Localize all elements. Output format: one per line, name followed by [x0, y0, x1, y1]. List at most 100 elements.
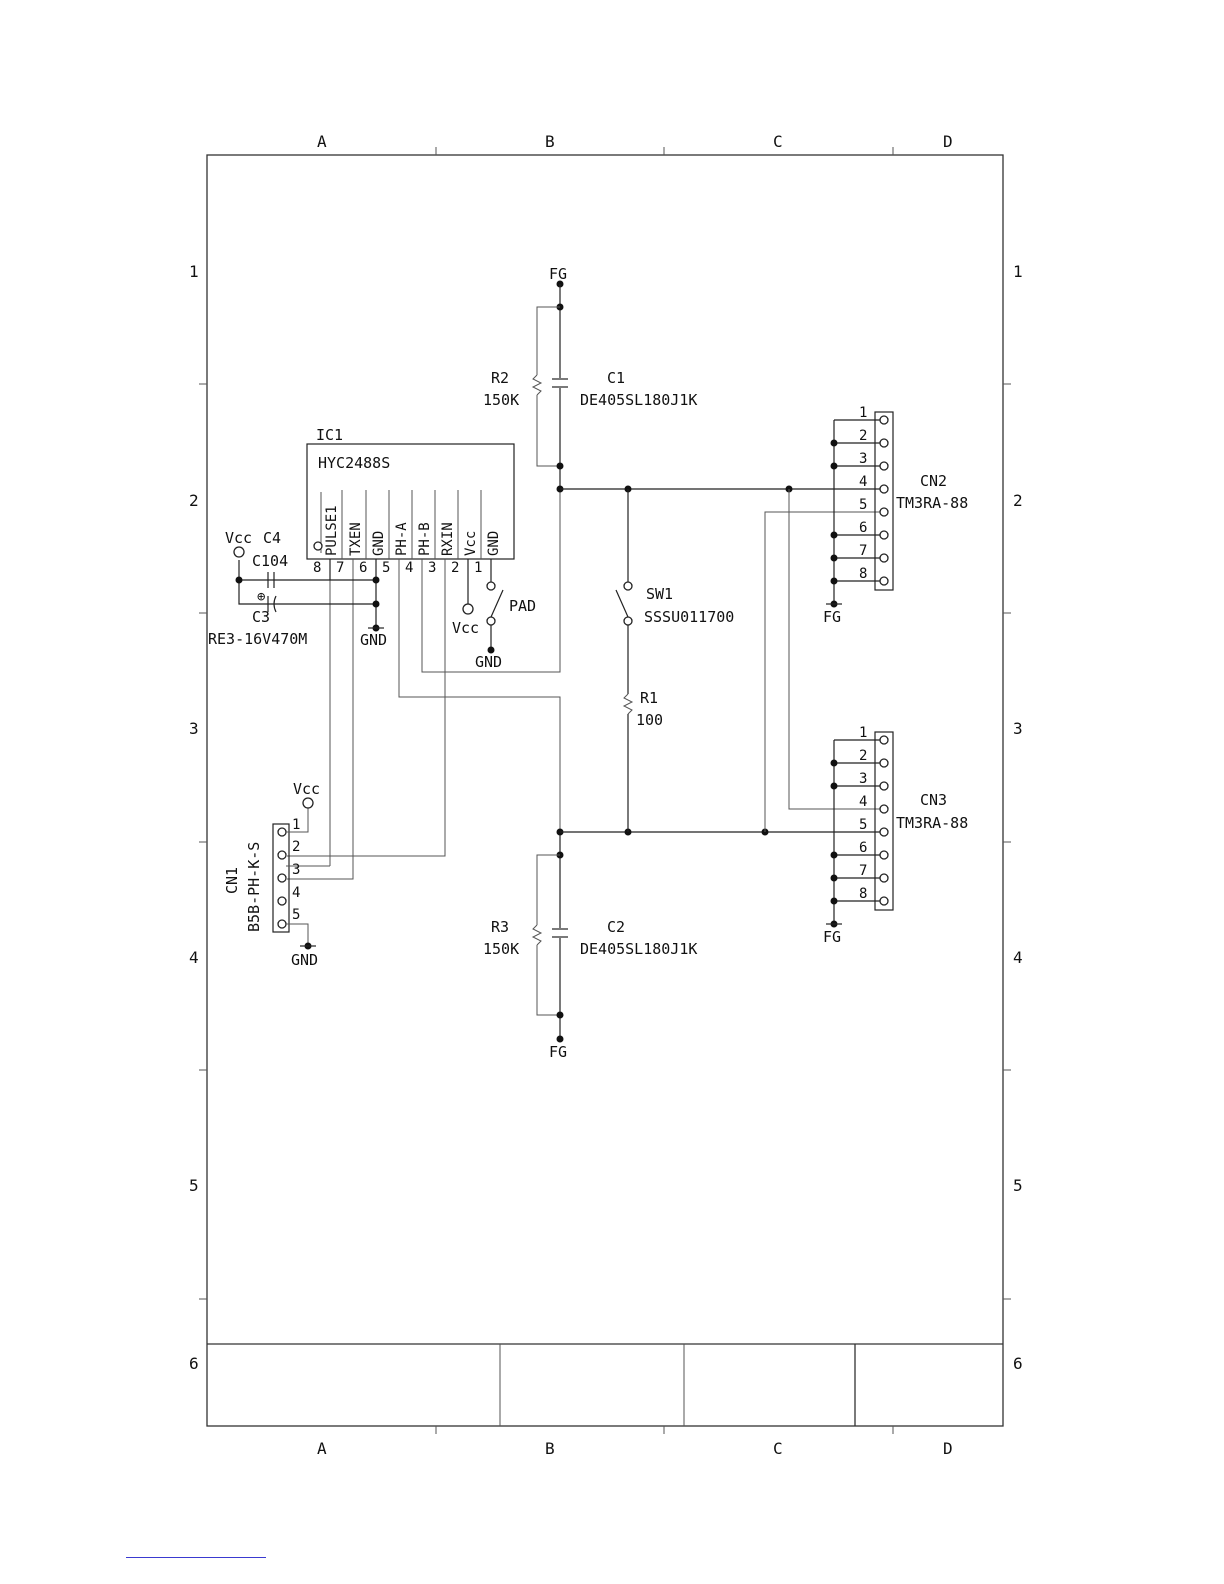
ic1-pin-name: PULSE1	[324, 505, 340, 556]
cn2-ref: CN2	[920, 472, 947, 490]
ic1-pin-number: 6	[359, 560, 367, 576]
ic1-pin-number: 3	[428, 560, 436, 576]
ic1-pin-number: 8	[313, 560, 321, 576]
cn2-pin-number: 7	[859, 543, 867, 559]
cn1-part: B5B-PH-K-S	[245, 842, 263, 932]
cn3-part: TM3RA-88	[896, 814, 968, 832]
cn1-pin-number: 2	[292, 839, 300, 855]
r1-ref: R1	[640, 689, 658, 707]
col-label-top: D	[943, 132, 953, 151]
c3-polarity-icon: ⊕	[257, 589, 266, 605]
cn1-pin-number: 4	[292, 885, 300, 901]
cn3-pin-number: 4	[859, 794, 867, 810]
cn3-connector: 1 2 3 4 5 6 7 8 CN3 TM3RA-88 FG	[823, 725, 968, 946]
row-label-left: 6	[189, 1354, 199, 1373]
cn2-pin-number: 3	[859, 451, 867, 467]
pad-vcc-label: Vcc	[452, 619, 479, 637]
ic1-pin-name: RXIN	[440, 522, 456, 556]
cn2-fg-label: FG	[823, 608, 841, 626]
cn1-ref: CN1	[223, 867, 241, 894]
sw1-ref: SW1	[646, 585, 673, 603]
row-label-right: 5	[1013, 1176, 1023, 1195]
cn3-pin-number: 6	[859, 840, 867, 856]
c1-value: DE405SL180J1K	[580, 391, 697, 409]
ic1-pin-name: GND	[371, 531, 387, 556]
cn3-pin-number: 1	[859, 725, 867, 741]
c4-vcc-label: Vcc	[225, 529, 252, 547]
cn2-pin-number: 1	[859, 405, 867, 421]
cn2-connector: 1 2 3 4 5 6 7 8 CN2 TM3RA-88 FG	[823, 405, 968, 626]
cn3-pin-number: 7	[859, 863, 867, 879]
fg-bottom-label: FG	[549, 1043, 567, 1061]
fg-top-label: FG	[549, 265, 567, 283]
row-label-right: 4	[1013, 948, 1023, 967]
ic1-pin-name: PH-A	[394, 522, 410, 556]
ic1-pin-number: 7	[336, 560, 344, 576]
ic1-pin-number: 5	[382, 560, 390, 576]
cn2-part: TM3RA-88	[896, 494, 968, 512]
ic1-ref: IC1	[316, 426, 343, 444]
col-label-bottom: A	[317, 1439, 327, 1458]
cn1-pin-number: 1	[292, 817, 300, 833]
cn1-gnd-label: GND	[291, 951, 318, 969]
ic1-wiring	[235, 489, 561, 880]
ic1-pin-name: Vcc	[463, 531, 479, 556]
col-label-bottom: B	[545, 1439, 555, 1458]
cn2-pin-number: 5	[859, 497, 867, 513]
r1-value: 100	[636, 711, 663, 729]
cn1-connector: Vcc GND 1 2 3 4 5 CN1 B5B-PH-K-S	[223, 780, 330, 969]
ic1-gnd-label: GND	[360, 631, 387, 649]
c4-ref: C4	[263, 529, 281, 547]
cn1-vcc-label: Vcc	[293, 780, 320, 798]
r3-c2-network: FG R3 150K C2 DE405SL180J1K	[483, 828, 697, 1061]
ic1-pin-name: GND	[486, 531, 502, 556]
c4-capacitor: Vcc C4 C104	[225, 529, 288, 588]
cn3-pin-number: 5	[859, 817, 867, 833]
r3-ref: R3	[491, 918, 509, 936]
c1-ref: C1	[607, 369, 625, 387]
row-label-right: 3	[1013, 719, 1023, 738]
ic1-pin-name: PH-B	[417, 522, 433, 556]
sw1-value: SSSU011700	[644, 608, 734, 626]
main-buses: SW1 SSSU011700 R1 100	[560, 485, 884, 836]
cn2-pin-number: 2	[859, 428, 867, 444]
row-label-left: 4	[189, 948, 199, 967]
ic1-pin-number: 4	[405, 560, 413, 576]
r2-value: 150K	[483, 391, 519, 409]
c2-value: DE405SL180J1K	[580, 940, 697, 958]
ic1-part: HYC2488S	[318, 454, 390, 472]
ic1-pin-name: TXEN	[348, 522, 364, 556]
cn2-pin-number: 6	[859, 520, 867, 536]
cn2-pin-number: 4	[859, 474, 867, 490]
cn3-pin-number: 2	[859, 748, 867, 764]
ic1-component: IC1 HYC2488S PULSE1 TXEN GND PH-A PH-B R…	[306, 426, 515, 576]
drawing-frame: A B C D A B C D 1 2 3 4 5 6 1 2 3 4 5 6	[189, 132, 1023, 1458]
row-label-right: 6	[1013, 1354, 1023, 1373]
col-label-top: A	[317, 132, 327, 151]
ic1-pin-number: 2	[451, 560, 459, 576]
cn3-ref: CN3	[920, 791, 947, 809]
row-label-left: 5	[189, 1176, 199, 1195]
cn2-pin-number: 8	[859, 566, 867, 582]
col-label-bottom: C	[773, 1439, 783, 1458]
col-label-top: C	[773, 132, 783, 151]
row-label-right: 1	[1013, 262, 1023, 281]
col-label-bottom: D	[943, 1439, 953, 1458]
row-label-left: 2	[189, 491, 199, 510]
footer-rule	[126, 1557, 266, 1558]
row-label-left: 1	[189, 262, 199, 281]
pad-label: PAD	[509, 597, 536, 615]
r2-c1-network: FG R2 150K C1 DE405SL180J1K	[483, 265, 697, 493]
pad-gnd-label: GND	[475, 653, 502, 671]
c4-value: C104	[252, 552, 288, 570]
c3-capacitor: ⊕ C3 RE3-16V470M	[208, 589, 307, 648]
c2-ref: C2	[607, 918, 625, 936]
r2-ref: R2	[491, 369, 509, 387]
ic1-pin-number: 1	[474, 560, 482, 576]
cn3-fg-label: FG	[823, 928, 841, 946]
row-label-left: 3	[189, 719, 199, 738]
cn3-pin-number: 8	[859, 886, 867, 902]
cn1-pin-number: 3	[292, 862, 300, 878]
row-label-right: 2	[1013, 491, 1023, 510]
